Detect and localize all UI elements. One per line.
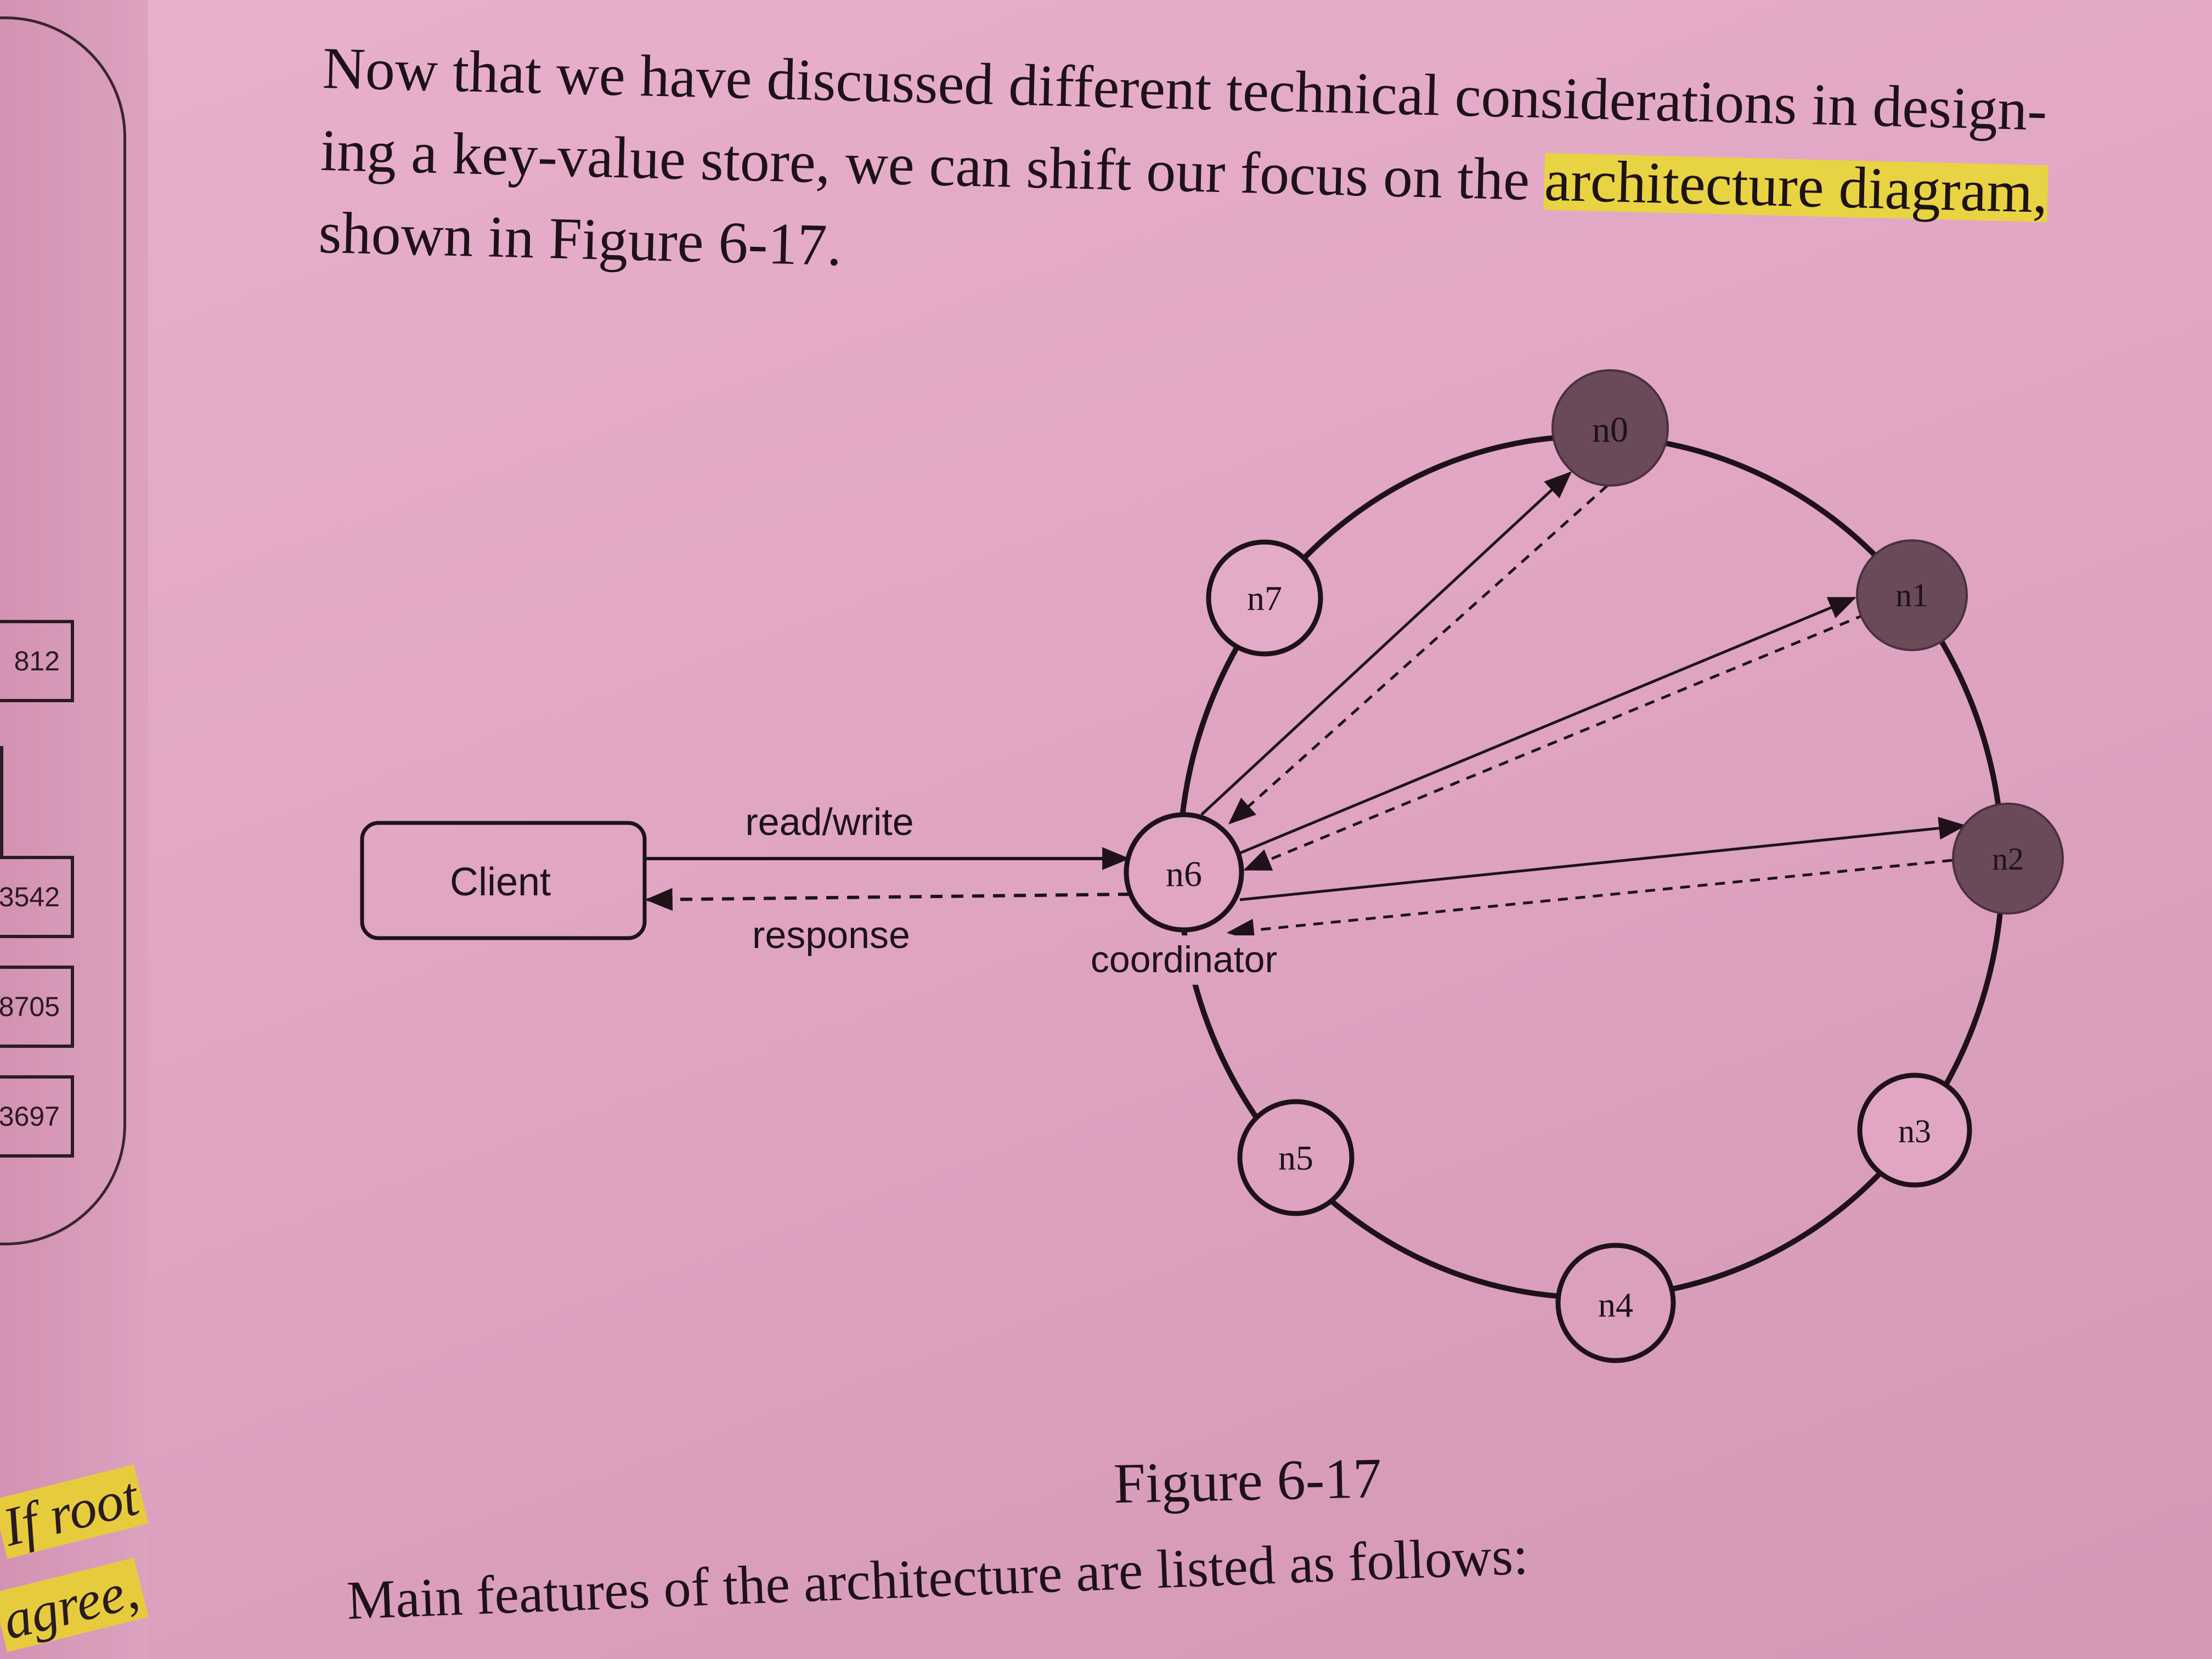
previous-page: 812 3542 8705 3697 If root agree, — [0, 0, 148, 1659]
n0-to-coordinator-response — [1228, 484, 1609, 825]
response-label: response — [752, 913, 910, 956]
svg-text:n3: n3 — [1898, 1113, 1931, 1149]
previous-page-connector — [0, 746, 3, 856]
previous-page-box-3: 8705 — [0, 966, 74, 1048]
client-box[interactable] — [360, 821, 647, 940]
node-n5[interactable]: n5 — [1237, 1099, 1355, 1216]
previous-page-box-4: 3697 — [0, 1075, 74, 1158]
node-n0[interactable]: n0 — [1551, 369, 1669, 487]
node-n4[interactable]: n4 — [1555, 1243, 1676, 1363]
node-n2[interactable]: n2 — [1952, 803, 2064, 915]
coordinator-to-n0-request — [1200, 471, 1572, 816]
client-label: Client — [450, 860, 551, 904]
svg-text:n2: n2 — [1992, 841, 2024, 877]
node-n7[interactable]: n7 — [1206, 539, 1323, 657]
coordinator-to-n2-request — [1239, 816, 1967, 901]
previous-page-box-1: 812 — [0, 620, 74, 702]
node-n1[interactable]: n1 — [1856, 539, 1968, 651]
svg-text:n0: n0 — [1592, 410, 1628, 450]
coordinator-label: coordinator — [1091, 939, 1277, 980]
coordinator-label-background — [1075, 935, 1292, 985]
n2-to-coordinator-response — [1226, 857, 1970, 942]
svg-text:n4: n4 — [1598, 1285, 1633, 1324]
previous-page-box-2: 3542 — [0, 856, 74, 938]
figure-caption: Figure 6-17 — [1113, 1446, 1383, 1516]
svg-text:n7: n7 — [1247, 579, 1282, 618]
coordinator-to-n1-request — [1239, 596, 1857, 855]
node-n6-coordinator[interactable]: n6 — [1124, 812, 1244, 933]
response-arrow — [645, 888, 1131, 911]
svg-text:n6: n6 — [1166, 854, 1202, 894]
n1-to-coordinator-response — [1243, 613, 1866, 871]
request-label: read/write — [745, 800, 913, 843]
node-n3[interactable]: n3 — [1857, 1073, 1972, 1188]
svg-text:n5: n5 — [1278, 1138, 1313, 1177]
svg-text:n1: n1 — [1895, 577, 1928, 613]
